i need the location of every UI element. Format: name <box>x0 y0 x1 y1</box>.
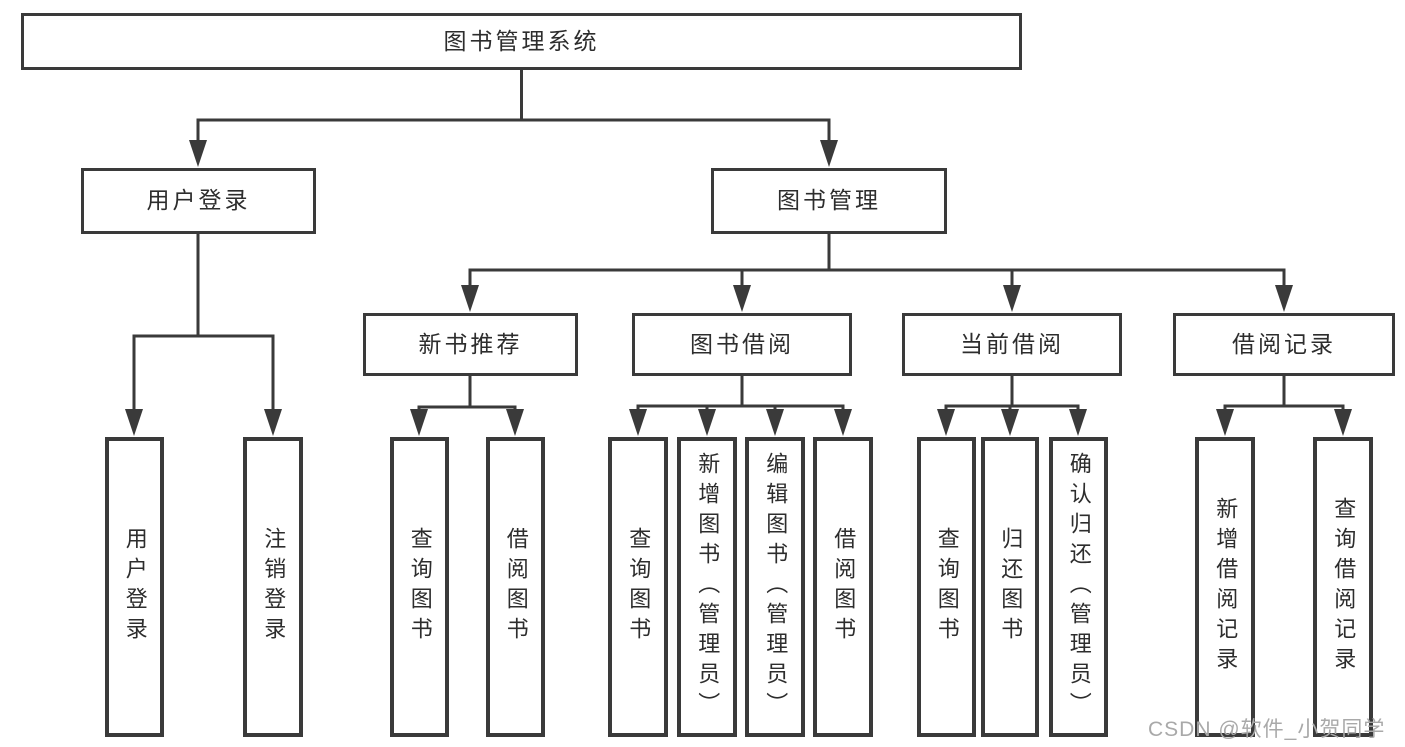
arrow-down-icon <box>410 409 428 436</box>
arrow-down-icon <box>698 409 716 436</box>
arrow-down-icon <box>1275 285 1293 312</box>
arrow-down-icon <box>1216 409 1234 436</box>
edge-bookborrow-to-leaves <box>636 374 845 426</box>
leaf-query-book-current: 查询图书 <box>917 437 976 737</box>
arrow-down-icon <box>461 285 479 312</box>
node-current-borrow: 当前借阅 <box>902 313 1122 376</box>
node-book-borrow: 图书借阅 <box>632 313 852 376</box>
arrow-down-icon <box>820 140 838 167</box>
arrow-down-icon <box>125 409 143 436</box>
leaf-query-book-borrow: 查询图书 <box>608 437 668 737</box>
arrow-down-icon <box>834 409 852 436</box>
leaf-confirm-return-admin: 确认归还（管理员） <box>1049 437 1108 737</box>
edge-bookmgmt-to-level3 <box>468 232 1286 300</box>
watermark: CSDN @软件_小贺同学 <box>1148 718 1386 741</box>
leaf-borrow-book: 借阅图书 <box>813 437 873 737</box>
arrow-down-icon <box>733 285 751 312</box>
leaf-return-book: 归还图书 <box>981 437 1039 737</box>
leaf-add-book-admin: 新增图书（管理员） <box>677 437 737 737</box>
leaf-query-borrow-record: 查询借阅记录 <box>1313 437 1373 737</box>
arrow-down-icon <box>264 409 282 436</box>
arrow-down-icon <box>937 409 955 436</box>
leaf-user-login: 用户登录 <box>105 437 164 737</box>
arrow-down-icon <box>1334 409 1352 436</box>
arrow-down-icon <box>506 409 524 436</box>
node-root: 图书管理系统 <box>21 13 1022 70</box>
leaf-logout: 注销登录 <box>243 437 303 737</box>
arrow-down-icon <box>1003 285 1021 312</box>
arrow-down-icon <box>766 409 784 436</box>
arrow-down-icon <box>189 140 207 167</box>
node-new-book-recommend: 新书推荐 <box>363 313 578 376</box>
edge-root-to-level2 <box>196 68 831 154</box>
arrow-down-icon <box>629 409 647 436</box>
node-borrow-records: 借阅记录 <box>1173 313 1395 376</box>
arrowheads <box>125 140 1352 436</box>
leaf-add-borrow-record: 新增借阅记录 <box>1195 437 1255 737</box>
leaf-borrow-book-recommend: 借阅图书 <box>486 437 545 737</box>
edge-newbook-to-leaves <box>417 374 517 426</box>
leaf-query-book-recommend: 查询图书 <box>390 437 449 737</box>
node-user-login: 用户登录 <box>81 168 316 234</box>
arrow-down-icon <box>1001 409 1019 436</box>
edge-userlogin-to-leaves <box>132 232 275 426</box>
arrow-down-icon <box>1069 409 1087 436</box>
leaf-edit-book-admin: 编辑图书（管理员） <box>745 437 805 737</box>
node-book-management: 图书管理 <box>711 168 947 234</box>
edge-records-to-leaves <box>1223 374 1345 426</box>
